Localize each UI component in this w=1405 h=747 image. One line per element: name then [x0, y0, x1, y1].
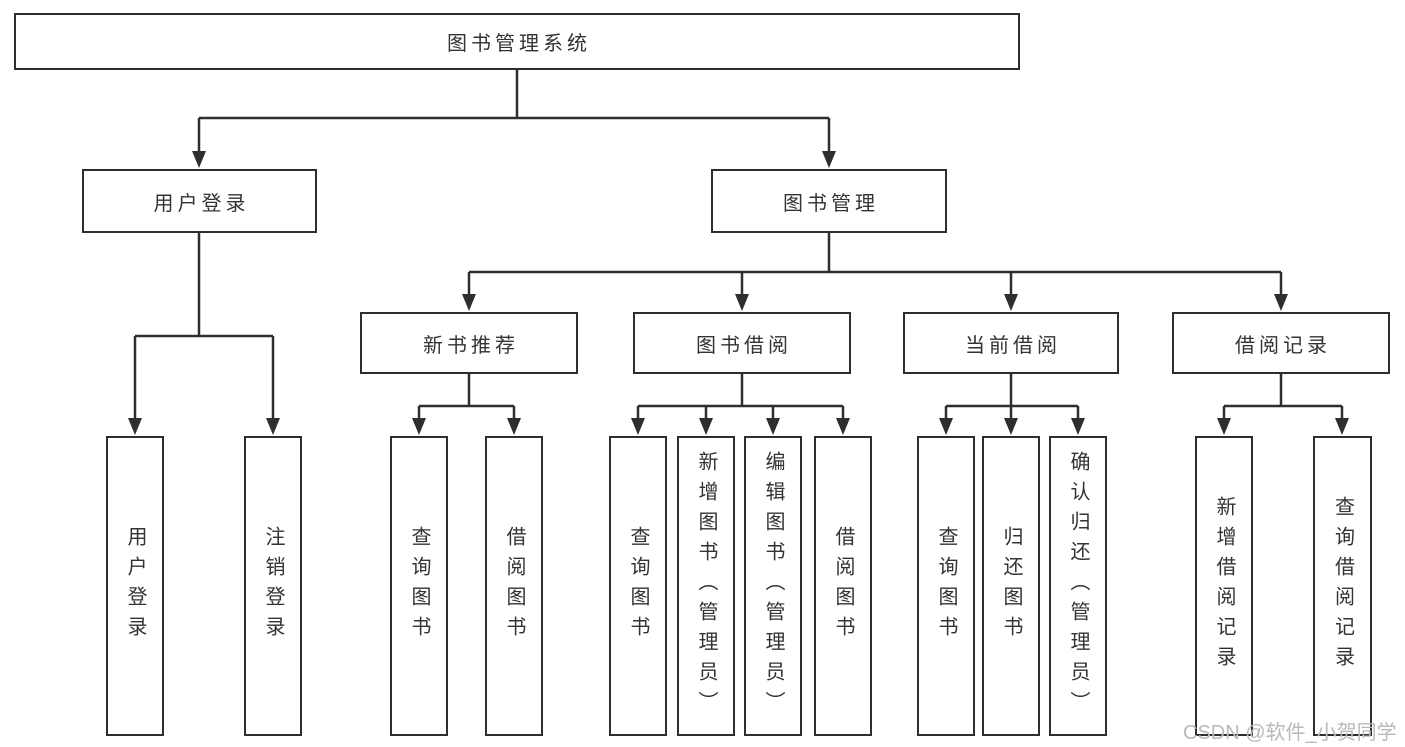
leaf-recommend-query-books-label: 查询图书: [408, 526, 430, 646]
node-book-management: 图书管理: [711, 169, 947, 233]
leaf-user-login-label: 用户登录: [124, 526, 146, 646]
leaf-user-login: 用户登录: [106, 436, 164, 736]
node-user-login-label: 用户登录: [153, 192, 250, 215]
leaf-logout-label: 注销登录: [262, 526, 284, 646]
leaf-recommend-borrow-books-label: 借阅图书: [503, 526, 525, 646]
node-book-management-label: 图书管理: [783, 192, 879, 215]
arrowhead-icons: [128, 151, 1349, 435]
leaf-records-add-record-label: 新增借阅记录: [1213, 496, 1235, 676]
leaf-current-return-books: 归还图书: [982, 436, 1040, 736]
leaf-current-query-books: 查询图书: [917, 436, 975, 736]
node-root-label: 图书管理系统: [447, 33, 591, 55]
node-root: 图书管理系统: [14, 13, 1020, 70]
leaf-current-return-books-label: 归还图书: [1000, 526, 1022, 646]
leaf-recommend-borrow-books: 借阅图书: [485, 436, 543, 736]
leaf-current-confirm-return-admin: 确认归还（管理员）: [1049, 436, 1107, 736]
leaf-logout: 注销登录: [244, 436, 302, 736]
node-borrow-records-label: 借阅记录: [1235, 334, 1331, 357]
node-current-borrow-label: 当前借阅: [965, 334, 1061, 357]
leaf-borrow-add-books-admin: 新增图书（管理员）: [677, 436, 735, 736]
leaf-borrow-query-books: 查询图书: [609, 436, 667, 736]
leaf-borrow-edit-books-admin-label: 编辑图书（管理员）: [762, 451, 784, 721]
leaf-borrow-borrow-books: 借阅图书: [814, 436, 872, 736]
leaf-borrow-query-books-label: 查询图书: [627, 526, 649, 646]
leaf-current-query-books-label: 查询图书: [935, 526, 957, 646]
watermark-text: CSDN @软件_小贺同学: [1183, 722, 1397, 744]
leaf-current-confirm-return-admin-label: 确认归还（管理员）: [1067, 451, 1089, 721]
leaf-recommend-query-books: 查询图书: [390, 436, 448, 736]
leaf-borrow-edit-books-admin: 编辑图书（管理员）: [744, 436, 802, 736]
leaf-records-add-record: 新增借阅记录: [1195, 436, 1253, 736]
node-new-book-recommend: 新书推荐: [360, 312, 578, 374]
node-book-borrow: 图书借阅: [633, 312, 851, 374]
leaf-borrow-borrow-books-label: 借阅图书: [832, 526, 854, 646]
node-new-book-recommend-label: 新书推荐: [423, 334, 519, 357]
node-current-borrow: 当前借阅: [903, 312, 1119, 374]
leaf-records-query-record-label: 查询借阅记录: [1331, 496, 1354, 676]
node-borrow-records: 借阅记录: [1172, 312, 1390, 374]
leaf-borrow-add-books-admin-label: 新增图书（管理员）: [695, 451, 717, 721]
node-user-login: 用户登录: [82, 169, 317, 233]
leaf-records-query-record: 查询借阅记录: [1313, 436, 1372, 736]
node-book-borrow-label: 图书借阅: [696, 334, 792, 357]
